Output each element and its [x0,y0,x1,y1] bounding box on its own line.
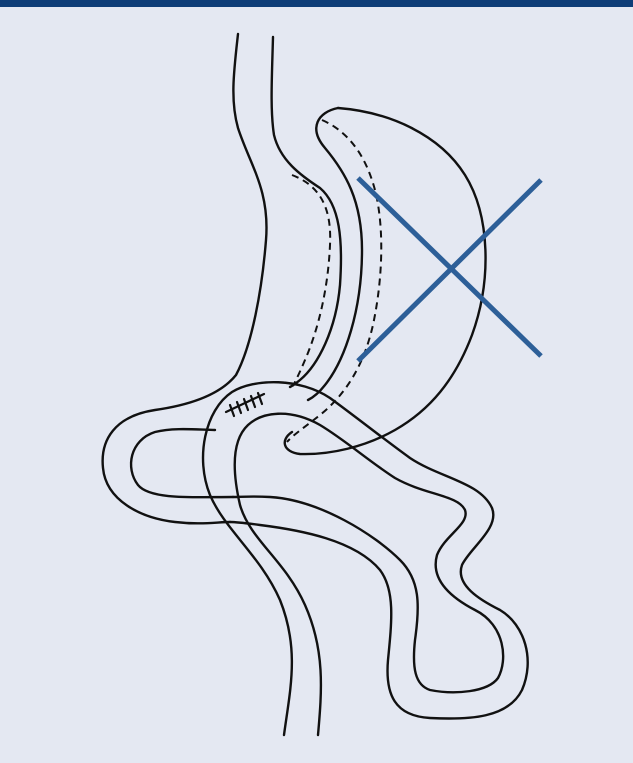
remnant-stomach-outline [285,108,486,454]
jejunal-loop-left-inner [131,429,233,497]
staple-line-dashed-right [287,120,381,442]
remnant-inner-curve [308,108,362,400]
roux-limb-inner-line [233,414,503,735]
x-cross-icon [358,178,541,361]
staple-line-dashed-left [292,175,330,386]
roux-limb-outer-line [203,382,528,735]
esophagus-pouch-outer-line [103,34,267,523]
anastomosis-staples [226,393,264,416]
esophagus-pouch-inner-line [272,37,341,387]
